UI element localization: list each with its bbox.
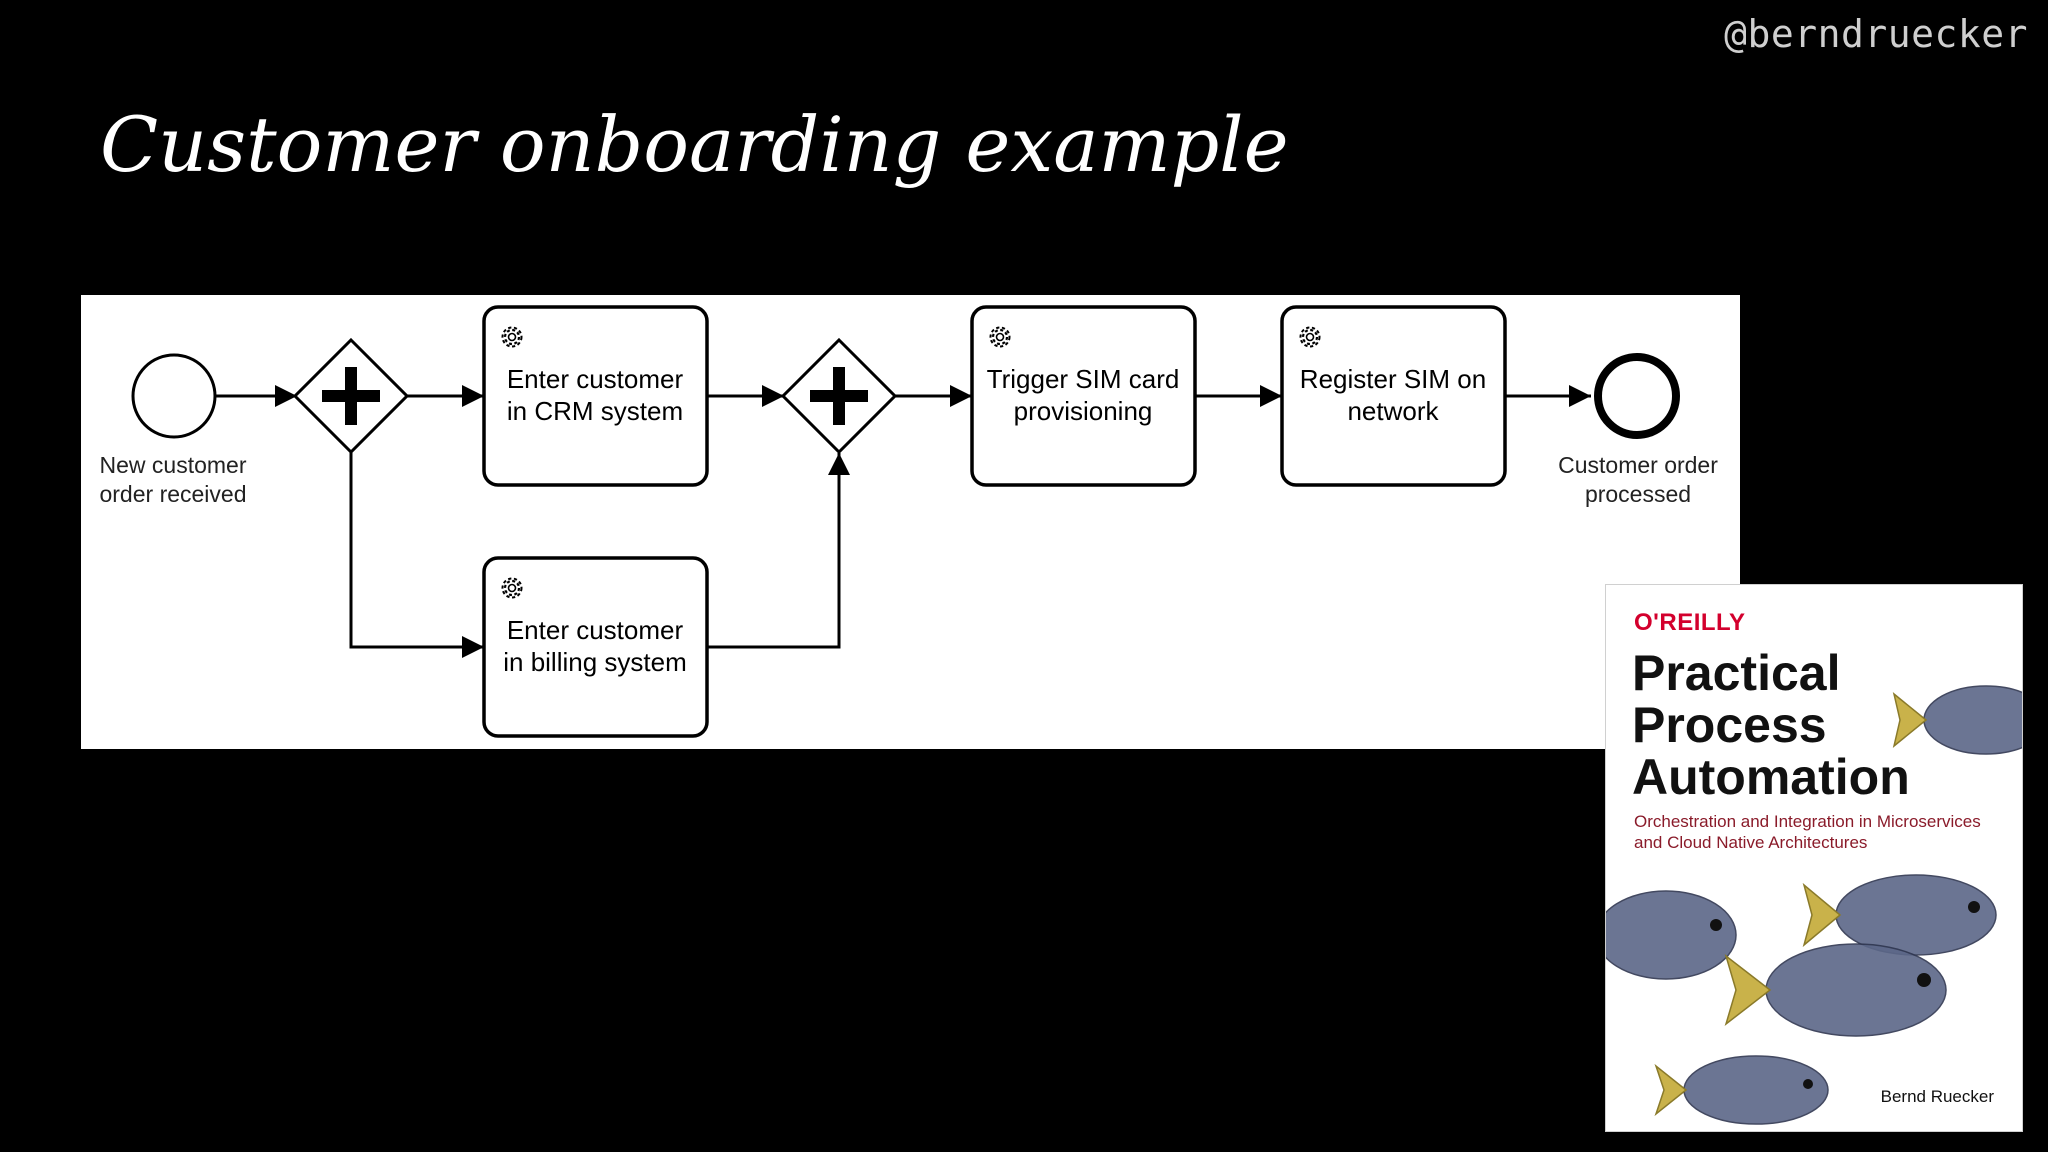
bpmn-canvas: New customer order received Enter custom… xyxy=(99,305,1718,738)
start-event-label-line-2: order received xyxy=(99,481,246,507)
task-register-sim: Register SIM on network xyxy=(1280,305,1507,487)
start-event-circle xyxy=(131,353,217,439)
end-event-circle xyxy=(1594,353,1680,439)
book-author: Bernd Ruecker xyxy=(1880,1087,1994,1106)
fish-icon xyxy=(1724,943,1947,1037)
task-register-label-line-1: Register SIM on xyxy=(1300,364,1486,394)
book-cover: O'REILLY Practical Process Automation Or… xyxy=(1605,584,2023,1132)
fish-icon xyxy=(1606,890,1737,980)
task-enter-customer-billing: Enter customer in billing system xyxy=(482,556,709,738)
task-crm-label-line-2: in CRM system xyxy=(507,396,683,426)
end-event-label-line-1: Customer order xyxy=(1558,452,1718,478)
parallel-gateway-join xyxy=(780,337,898,455)
book-publisher-logo: O'REILLY xyxy=(1634,609,1746,636)
task-billing-label-line-1: Enter customer xyxy=(507,615,684,645)
task-enter-customer-crm: Enter customer in CRM system xyxy=(482,305,709,487)
end-event-label-line-2: processed xyxy=(1585,481,1691,507)
task-crm-label-line-1: Enter customer xyxy=(507,364,684,394)
book-title: Practical Process Automation xyxy=(1632,645,1910,805)
start-event-label-line-1: New customer xyxy=(100,452,247,478)
task-trigger-sim-card: Trigger SIM card provisioning xyxy=(970,305,1197,487)
sequence-flows xyxy=(215,385,1591,658)
bpmn-diagram: New customer order received Enter custom… xyxy=(81,295,1740,749)
twitter-handle: @berndruecker xyxy=(1724,12,2028,56)
fish-illustration xyxy=(1606,685,2022,1125)
task-register-label-line-2: network xyxy=(1347,396,1439,426)
flow-billing-to-join xyxy=(707,453,850,649)
slide-title: Customer onboarding example xyxy=(100,100,1289,189)
task-sim-label-line-2: provisioning xyxy=(1014,396,1153,426)
book-subtitle: Orchestration and Integration in Microse… xyxy=(1634,812,1981,852)
fish-icon xyxy=(1654,1055,1829,1125)
end-event: Customer order processed xyxy=(1558,353,1718,507)
task-sim-label-line-1: Trigger SIM card xyxy=(987,364,1180,394)
fish-icon xyxy=(1892,685,2022,755)
task-billing-label-line-2: in billing system xyxy=(503,647,687,677)
fish-icon xyxy=(1802,874,1997,956)
flow-split-to-billing xyxy=(349,452,484,658)
start-event: New customer order received xyxy=(99,353,247,507)
parallel-gateway-split xyxy=(292,337,410,455)
